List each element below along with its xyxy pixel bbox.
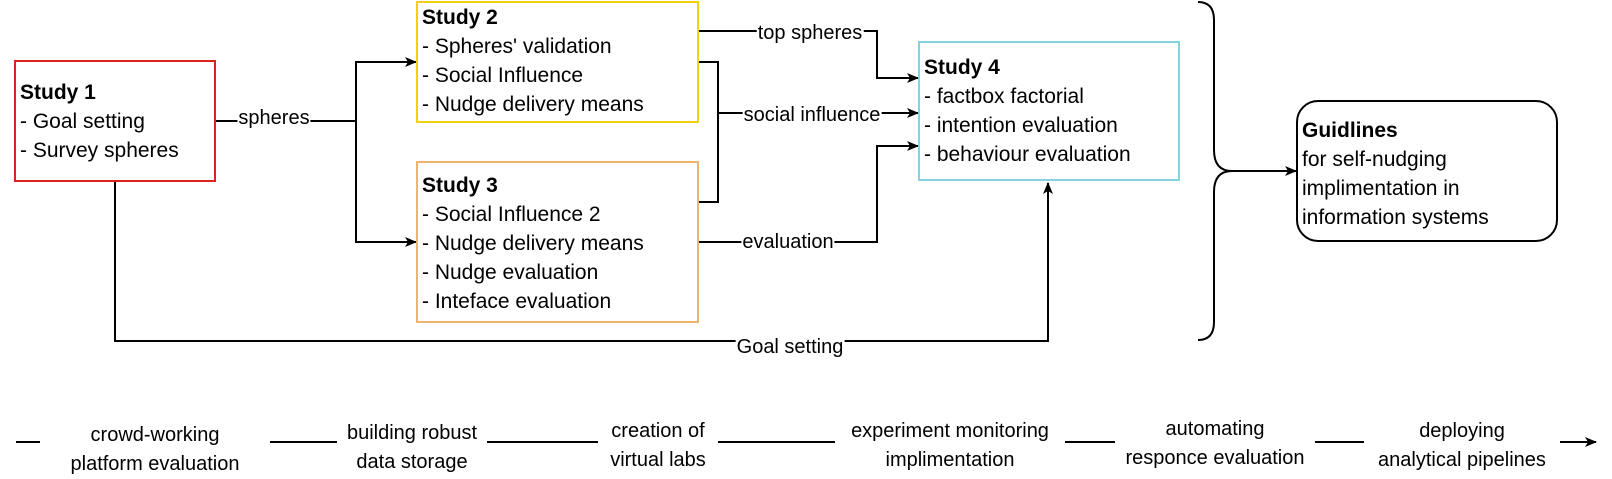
edge-evaluation [699, 141, 919, 243]
study1-title: Study 1 [20, 81, 96, 104]
edge-to-study2 [355, 57, 417, 121]
curly-brace [1197, 1, 1233, 341]
study1-item: - Goal setting [20, 110, 145, 133]
study1-box: Study 1 - Goal setting - Survey spheres [14, 60, 216, 182]
study3-box: Study 3 - Social Influence 2 - Nudge del… [416, 161, 699, 323]
edge-label-spheres: spheres [237, 107, 311, 129]
study3-item: - Social Influence 2 [422, 203, 601, 226]
timeline-item: automating responce evaluation [1115, 415, 1315, 473]
study4-title: Study 4 [924, 56, 1000, 79]
guidelines-title: Guidlines [1302, 119, 1398, 142]
study3-item: - Inteface evaluation [422, 290, 612, 313]
edge-social-influence-bracket [699, 61, 719, 203]
guidelines-item: for self-nudging [1302, 148, 1447, 171]
study2-box: Study 2 - Spheres' validation - Social I… [416, 1, 699, 123]
timeline-item: crowd-working platform evaluation [40, 421, 270, 479]
study3-title: Study 3 [422, 174, 498, 197]
timeline-item: experiment monitoring implimentation [835, 417, 1065, 475]
edge-label-goal-setting: Goal setting [735, 336, 845, 358]
guidelines-item: implimentation in [1302, 177, 1460, 200]
study2-item: - Social Influence [422, 64, 584, 87]
timeline-item: creation of virtual labs [598, 417, 718, 475]
timeline-item: deploying analytical pipelines [1364, 417, 1560, 475]
study4-item: - factbox factorial [924, 85, 1084, 108]
edge-goal-setting [114, 182, 1053, 342]
study2-item: - Nudge delivery means [422, 93, 644, 116]
edge-to-study3 [355, 121, 417, 247]
study3-item: - Nudge delivery means [422, 232, 644, 255]
study4-item: - behaviour evaluation [924, 143, 1131, 166]
study3-item: - Nudge evaluation [422, 261, 599, 284]
study2-item: - Spheres' validation [422, 35, 612, 58]
edge-label-social-influence: social influence [742, 104, 882, 126]
timeline-item: building robust data storage [337, 419, 487, 477]
edge-label-top-spheres: top spheres [756, 22, 864, 44]
study4-box: Study 4 - factbox factorial - intention … [918, 41, 1180, 181]
guidelines-item: information systems [1302, 206, 1489, 229]
study4-item: - intention evaluation [924, 114, 1118, 137]
guidelines-box: Guidlines for self-nudging implimentatio… [1296, 100, 1558, 242]
edge-label-evaluation: evaluation [741, 231, 835, 253]
study2-title: Study 2 [422, 6, 498, 29]
study1-item: - Survey spheres [20, 139, 179, 162]
